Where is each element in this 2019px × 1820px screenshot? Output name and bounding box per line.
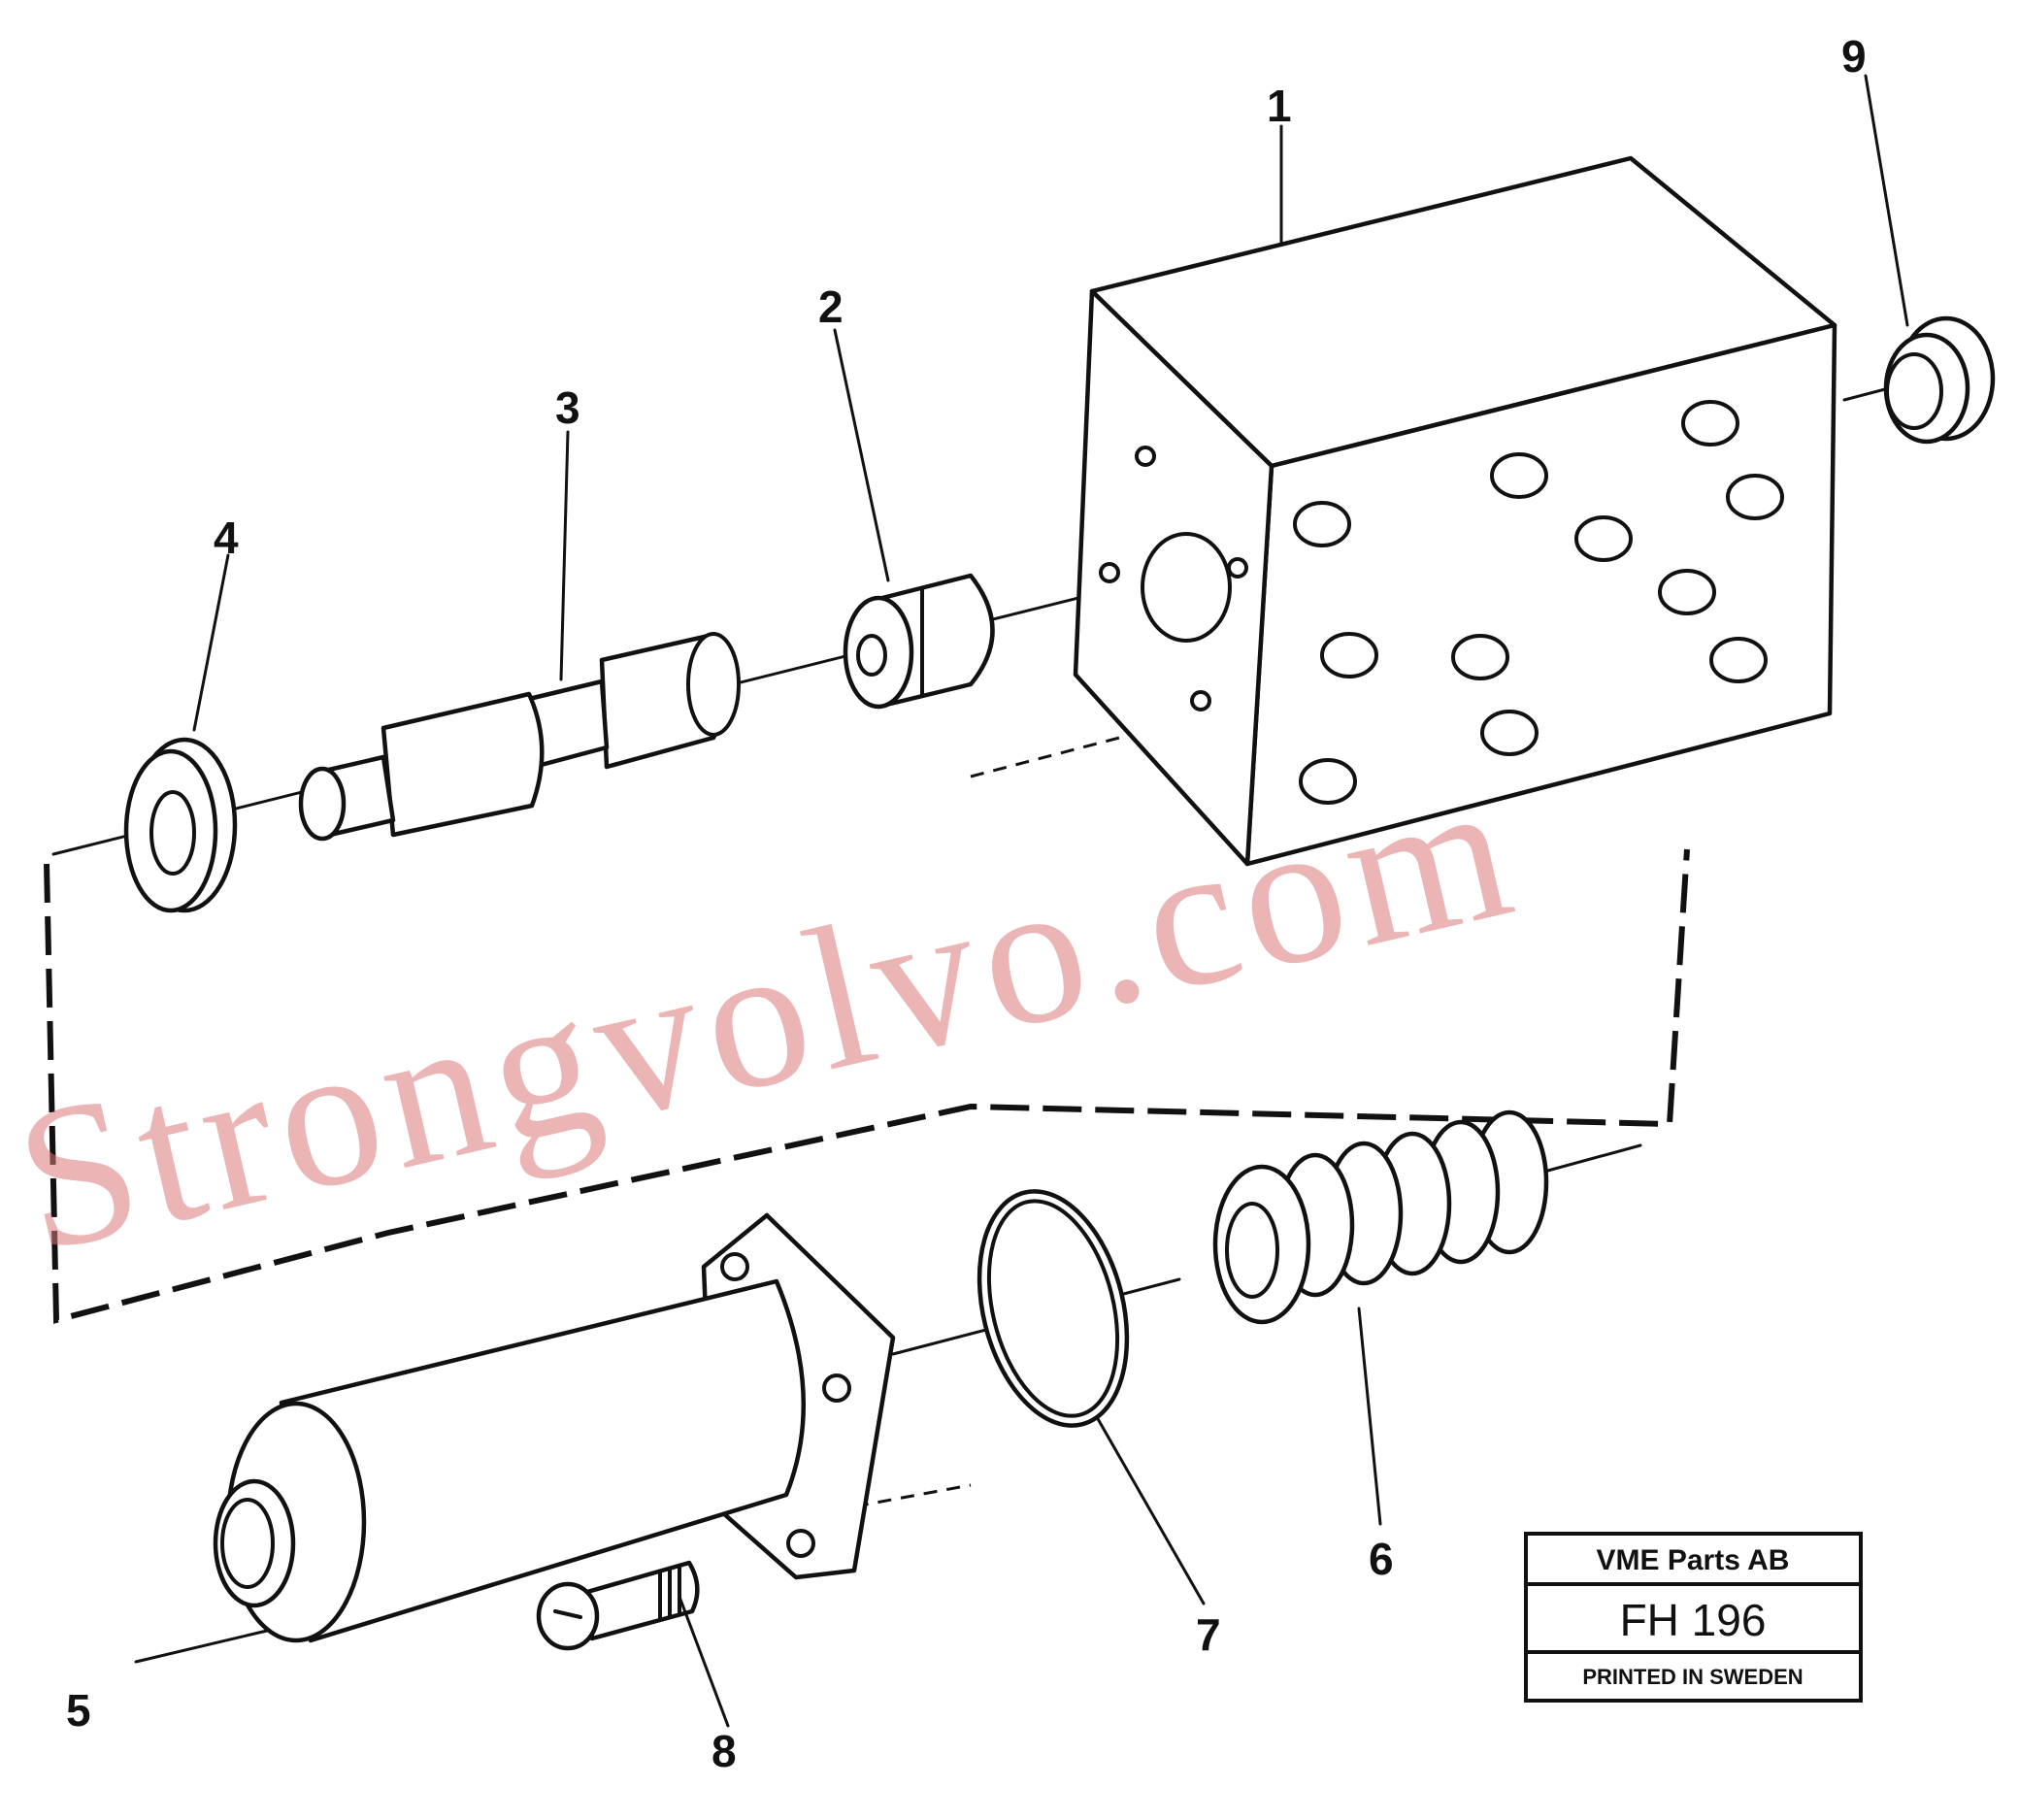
callout-6: 6 [1369,1534,1394,1584]
title-block-code: FH 196 [1620,1595,1767,1645]
part-screw [536,1560,700,1651]
part-plug [1883,315,1996,445]
part-sleeve [843,573,995,710]
callout-8: 8 [712,1726,737,1776]
part-solenoid [213,1212,896,1643]
title-block: VME Parts AB FH 196 PRINTED IN SWEDEN [1524,1532,1863,1703]
title-block-company: VME Parts AB [1597,1544,1790,1576]
title-block-printed: PRINTED IN SWEDEN [1582,1665,1803,1689]
assembly-bracket [44,848,1690,1324]
callout-4: 4 [214,513,239,563]
callout-7: 7 [1196,1609,1221,1660]
part-spring [1212,1109,1549,1325]
part-seal-ring [123,737,238,913]
callout-9: 9 [1841,31,1867,82]
part-valve-block [1073,155,1837,867]
callout-3: 3 [555,382,580,433]
leader-lines [134,74,1909,1728]
callout-2: 2 [818,281,844,332]
part-spool [298,632,741,842]
part-o-ring [976,1189,1130,1428]
callout-1: 1 [1267,81,1292,131]
callout-5: 5 [66,1685,91,1736]
